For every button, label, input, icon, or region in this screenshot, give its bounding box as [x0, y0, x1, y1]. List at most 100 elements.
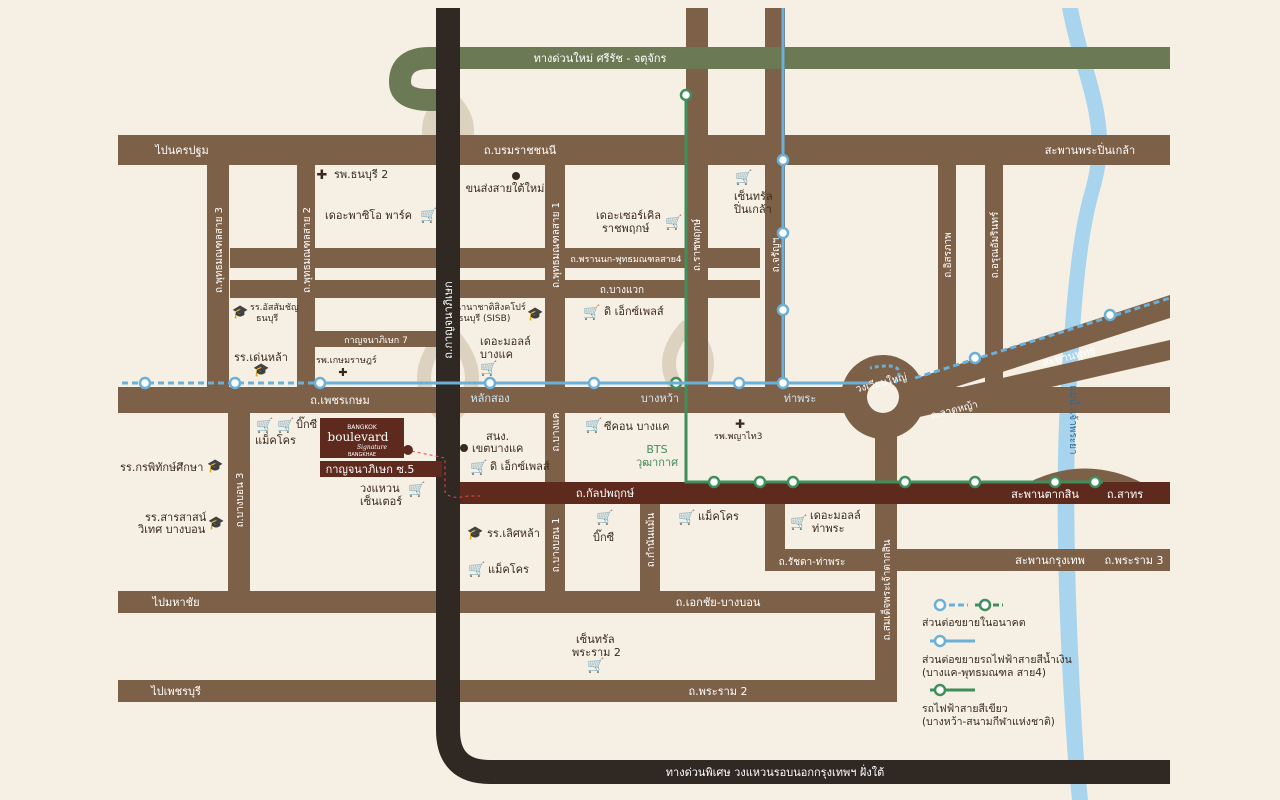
bang-bon3-label: ถ.บางบอน 3	[235, 473, 246, 528]
poi-wongwaen-1: วงแหวน	[360, 482, 400, 495]
to-mahachai-label: ไปมหาชัย	[151, 596, 199, 609]
bang-waek-label: ถ.บางแวก	[600, 285, 644, 296]
cart-icon: 🛒	[583, 304, 600, 321]
buddhamonthon2-label: ถ.พุทธมณฑลสาย 2	[302, 207, 313, 293]
poi-mall-thapra-1: เดอะมอลล์	[810, 509, 861, 522]
poi-sisb-2: ธนบุรี (SISB)	[458, 313, 510, 324]
kalapaphruek-label: ถ.กัลปพฤกษ์	[576, 487, 635, 500]
phetkasem-label: ถ.เพชรเกษม	[310, 394, 369, 407]
station-bang-wa: บางหว้า	[641, 392, 679, 405]
poi-district-2: เขตบางแค	[472, 442, 523, 455]
cart-icon: 🛒	[480, 360, 497, 377]
poi-mall-thapra-2: ท่าพระ	[812, 522, 845, 535]
somdet-label: ถ.สมเด็จพระเจ้าตากสิน	[879, 539, 893, 640]
poi-wongwaen-2: เซ็นเตอร์	[360, 494, 402, 508]
svg-text:BANGKHAE: BANGKHAE	[348, 452, 376, 458]
poi-big-c-1: บิ๊กซี	[296, 416, 318, 431]
legend-future: ส่วนต่อขยายในอนาคต	[922, 616, 1026, 629]
expressway-top-label: ทางด่วนใหม่ ศรีรัช - จตุจักร	[534, 52, 667, 65]
poi-express-2: ดิ เอ็กซ์เพลส์	[490, 459, 550, 473]
poi-central-pinklao-1: เซ็นทรัล	[734, 189, 773, 203]
poi-express-1: ดิ เอ็กซ์เพลส์	[604, 304, 664, 318]
cart-icon: 🛒	[277, 417, 294, 434]
project-logo: BANGKOK boulevard Signature BANGKHAE กาญ…	[320, 418, 442, 477]
school-icon: 🎓	[253, 363, 269, 378]
poi-karun-school: รร.กรพิทักษ์ศึกษา	[120, 461, 203, 474]
poi-sarasas-1: รร.สารสาสน์	[145, 511, 207, 524]
station-tha-phra: ท่าพระ	[784, 392, 817, 405]
cart-icon: 🛒	[468, 561, 485, 578]
school-icon: 🎓	[467, 526, 483, 541]
svg-text:Signature: Signature	[357, 444, 387, 451]
poi-paseo: เดอะพาซิโอ พาร์ค	[325, 208, 412, 222]
bang-bon1-label: ถ.บางบอน 1	[551, 518, 562, 573]
cart-icon: 🛒	[587, 657, 604, 674]
ratchaphruek-label: ถ.ราชพฤกษ์	[691, 218, 703, 271]
poi-mall-bangkhae-1: เดอะมอลล์	[480, 335, 531, 348]
rama2-label: ถ.พระราม 2	[688, 685, 747, 698]
bts-wutthakat-line1: BTS	[646, 443, 667, 456]
buddhamonthon3-label: ถ.พุทธมณฑลสาย 3	[214, 207, 225, 293]
poi-district-1: สนง.	[486, 430, 509, 443]
poi-sarasas-2: วิเทศ บางบอน	[137, 523, 206, 536]
kanchanaphisek7-label: กาญจนาภิเษก 7	[344, 335, 408, 346]
poi-kasem: รพ.เกษมราษฎร์	[316, 354, 377, 366]
pinklao-bridge-label: สะพานพระปิ่นเกล้า	[1045, 142, 1135, 157]
cart-icon: 🛒	[408, 481, 425, 498]
poi-assumption-1: รร.อัสสัมชัญ	[250, 303, 299, 313]
poi-makro-1: แม็คโคร	[255, 433, 296, 447]
poi-thonburi2: รพ.ธนบุรี 2	[334, 168, 388, 181]
arun-amarin-label: ถ.อรุณอัมรินทร์	[989, 211, 1001, 278]
cart-icon: 🛒	[665, 214, 682, 231]
poi-icons: ✚ ✚ ✚ 🛒 🛒 🛒 🛒 🛒 🛒 🛒 🛒 🛒 🛒 🛒 🛒 🛒 🛒 🛒 🎓 🎓 …	[207, 168, 807, 674]
hospital-icon: ✚	[338, 366, 347, 379]
rama3-label: ถ.พระราม 3	[1104, 554, 1163, 567]
legend-blue-2: (บางแค-พุทธมณฑล สาย4)	[922, 667, 1046, 679]
expressway-bottom-label: ทางด่วนพิเศษ วงแหวนรอบนอกกรุงเทพฯ ฝั่งใต…	[666, 764, 884, 779]
cart-icon: 🛒	[420, 207, 437, 224]
to-nakhon-pathom-label: ไปนครปฐม	[154, 144, 209, 157]
taksin-bridge-label: สะพานตากสิน	[1011, 488, 1079, 501]
poi-seacon: ซีคอน บางแค	[604, 420, 669, 433]
phran-nok-label: ถ.พรานนก-พุทธมณฑลสาย4	[570, 255, 682, 265]
dark-expressway	[436, 8, 1170, 784]
poi-circle-1: เดอะเซอร์เคิล	[596, 209, 661, 222]
school-icon: 🎓	[527, 307, 543, 322]
cart-icon: 🛒	[585, 417, 602, 434]
poi-central-rama2-1: เซ็นทรัล	[576, 632, 615, 646]
krungthep-bridge-label: สะพานกรุงเทพ	[1015, 554, 1085, 567]
poi-phyathai3: รพ.พญาไท3	[714, 431, 762, 442]
svg-text:BANGKOK: BANGKOK	[347, 424, 378, 431]
charan-label: ถ.จรัญฯ	[771, 238, 782, 273]
poi-big-c-2: บิ๊กซี	[593, 529, 615, 544]
cart-icon: 🛒	[790, 514, 807, 531]
bus-terminal-icon	[512, 172, 520, 180]
sathon-label: ถ.สาทร	[1107, 488, 1143, 501]
river-label: แม่น้ำเจ้าพระยา	[1067, 385, 1081, 454]
road-network	[118, 8, 1170, 702]
poi-makro-2: แม็คโคร	[698, 509, 739, 523]
cart-icon: 🛒	[470, 459, 487, 476]
cart-icon: 🛒	[596, 509, 613, 526]
bang-khae-label: ถ.บางแค	[551, 412, 562, 451]
poi-sisb-1: นานาชาติสิงคโปร์	[455, 301, 526, 313]
kanchanaphisek-vertical-label: ถ.กาญจนาภิเษก	[442, 281, 455, 358]
cart-icon: 🛒	[678, 509, 695, 526]
green-expressway	[388, 47, 1170, 111]
ratchada-thapra-label: ถ.รัชดา-ท่าพระ	[779, 557, 846, 568]
ekkachai-label: ถ.เอกชัย-บางบอน	[676, 596, 761, 609]
project-access-path	[405, 449, 480, 498]
hospital-icon: ✚	[317, 168, 328, 183]
green-line-stations	[669, 88, 1102, 489]
cart-icon: 🛒	[735, 169, 752, 186]
school-icon: 🎓	[232, 305, 248, 320]
school-icon: 🎓	[208, 516, 224, 531]
blue-line-stations	[138, 153, 1117, 390]
station-lak-song: หลักสอง	[470, 392, 509, 405]
district-office-icon	[460, 444, 468, 452]
poi-central-pinklao-2: ปิ่นเกล้า	[733, 201, 772, 216]
to-phetchaburi-label: ไปเพชรบุรี	[150, 685, 201, 698]
soi-label: กาญจนาภิเษก ซ.5	[326, 463, 415, 476]
bts-wutthakat-line2: วุฒากาศ	[636, 456, 678, 469]
